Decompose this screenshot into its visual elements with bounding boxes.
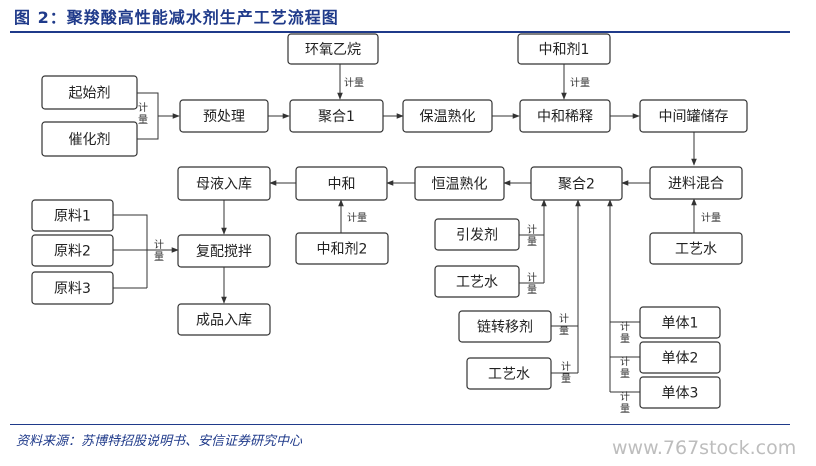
meter-char-1: 计	[620, 355, 630, 368]
meter-char-1: 计	[620, 320, 630, 333]
node-zhongheji2: 中和剂2	[295, 232, 389, 265]
node-cuihuaji: 催化剂	[41, 121, 138, 157]
meter-label: 计量	[344, 76, 364, 89]
node-label: 工艺水	[488, 367, 530, 383]
node-label: 链转移剂	[477, 320, 533, 336]
node-label: 环氧乙烷	[305, 42, 361, 58]
source-note: 资料来源：苏博特招股说明书、安信证券研究中心	[16, 434, 303, 449]
meter-label-vertical: 计量	[559, 312, 569, 337]
node-qishiji: 起始剂	[41, 75, 138, 110]
node-fupeijiaoban: 复配搅拌	[177, 234, 271, 268]
node-danti1: 单体1	[639, 306, 721, 339]
node-huanyangyiwan: 环氧乙烷	[287, 33, 379, 65]
meter-label-vertical: 计量	[561, 360, 571, 385]
connector	[137, 92, 159, 116]
node-baowenshuhua: 保温熟化	[402, 99, 493, 133]
meter-label-vertical: 计量	[620, 355, 630, 380]
meter-label-vertical: 计量	[620, 390, 630, 415]
node-yuanliao3: 原料3	[31, 271, 114, 305]
node-label: 聚合2	[558, 177, 595, 193]
node-lianzhuanyiji: 链转移剂	[458, 310, 552, 343]
connectors	[113, 64, 697, 393]
meter-char-2: 量	[620, 403, 630, 415]
node-label: 聚合1	[318, 109, 355, 125]
meter-char-2: 量	[527, 284, 537, 296]
node-label: 单体3	[662, 386, 699, 402]
meter-char-2: 量	[154, 251, 164, 263]
meter-label: 计量	[701, 211, 721, 224]
meter-label-vertical: 计量	[527, 271, 537, 296]
connector	[137, 116, 159, 140]
node-label: 成品入库	[196, 313, 252, 329]
meter-char-1: 计	[559, 312, 569, 325]
node-gongyishui-right: 工艺水	[649, 232, 743, 265]
page-title: 图 2：聚羧酸高性能减水剂生产工艺流程图	[14, 8, 339, 27]
node-jinliaohunhe: 进料混合	[649, 166, 743, 200]
node-danti2: 单体2	[639, 341, 721, 374]
meter-char-1: 计	[154, 238, 164, 251]
meter-char-2: 量	[559, 325, 569, 337]
node-label: 单体1	[662, 316, 699, 332]
node-label: 引发剂	[456, 228, 498, 244]
node-label: 中和剂1	[539, 42, 590, 58]
meter-label-vertical: 计量	[620, 320, 630, 345]
node-gongyishui-mid: 工艺水	[434, 265, 520, 298]
meter-label-vertical: 计量	[154, 238, 164, 263]
node-label: 中和剂2	[317, 242, 368, 258]
meter-char-2: 量	[620, 333, 630, 345]
node-danti3: 单体3	[639, 376, 721, 409]
footer-divider	[10, 424, 790, 425]
meter-labels: 计量 计量 计量 计量 计量 计量 计量 计量 计量 计量 计量 计量 计量	[138, 76, 721, 415]
node-hengwenshuhua: 恒温熟化	[414, 166, 505, 201]
node-label: 保温熟化	[420, 109, 476, 125]
node-label: 进料混合	[668, 176, 724, 192]
node-label: 工艺水	[456, 275, 498, 291]
node-label: 工艺水	[675, 242, 717, 258]
meter-char-2: 量	[561, 373, 571, 385]
node-chengpinrufku: 成品入库	[177, 303, 271, 336]
meter-char-1: 计	[561, 360, 571, 373]
node-zhonghexishi: 中和稀释	[519, 99, 611, 133]
node-yuchuli: 预处理	[179, 99, 269, 133]
node-label: 中和稀释	[537, 109, 593, 125]
meter-char-2: 量	[620, 368, 630, 380]
meter-char-1: 计	[620, 390, 630, 403]
node-label: 原料1	[54, 209, 91, 225]
meter-char-1: 计	[527, 223, 537, 236]
node-label: 母液入库	[196, 177, 252, 193]
node-label: 催化剂	[69, 132, 111, 148]
node-label: 中和	[328, 177, 356, 193]
node-label: 复配搅拌	[196, 243, 252, 260]
watermark: www.767stock.com	[612, 437, 797, 459]
node-label: 原料2	[54, 244, 91, 260]
node-label: 原料3	[54, 281, 91, 297]
connector	[113, 214, 148, 289]
node-yuanliao1: 原料1	[31, 199, 114, 232]
title-divider	[10, 31, 790, 33]
node-label: 单体2	[662, 351, 699, 367]
meter-char-2: 量	[527, 236, 537, 248]
node-zhonghe: 中和	[295, 166, 388, 201]
node-yinfaji: 引发剂	[434, 218, 520, 251]
node-label: 起始剂	[69, 86, 111, 102]
meter-label-vertical: 计量	[527, 223, 537, 248]
node-juhe1: 聚合1	[289, 99, 384, 133]
node-label: 恒温熟化	[432, 177, 488, 193]
node-label: 中间罐储存	[659, 109, 729, 125]
node-zhongjianguanchucun: 中间罐储存	[639, 99, 748, 133]
node-zhongheji1: 中和剂1	[517, 33, 611, 65]
node-gongyishui-low: 工艺水	[466, 357, 552, 390]
node-label: 预处理	[203, 109, 245, 125]
node-yuanliao2: 原料2	[31, 234, 114, 267]
nodes: 起始剂 催化剂 预处理 环氧乙烷 聚合1 保温熟化 中和剂1 中和稀释 中间罐储…	[31, 33, 748, 409]
node-muyerufku: 母液入库	[177, 166, 271, 201]
meter-label-vertical: 计量	[138, 101, 148, 126]
meter-char-2: 量	[138, 114, 148, 126]
meter-label: 计量	[347, 211, 367, 224]
node-juhe2: 聚合2	[530, 166, 623, 201]
meter-char-1: 计	[527, 271, 537, 284]
meter-label: 计量	[570, 76, 590, 89]
meter-char-1: 计	[138, 101, 148, 114]
